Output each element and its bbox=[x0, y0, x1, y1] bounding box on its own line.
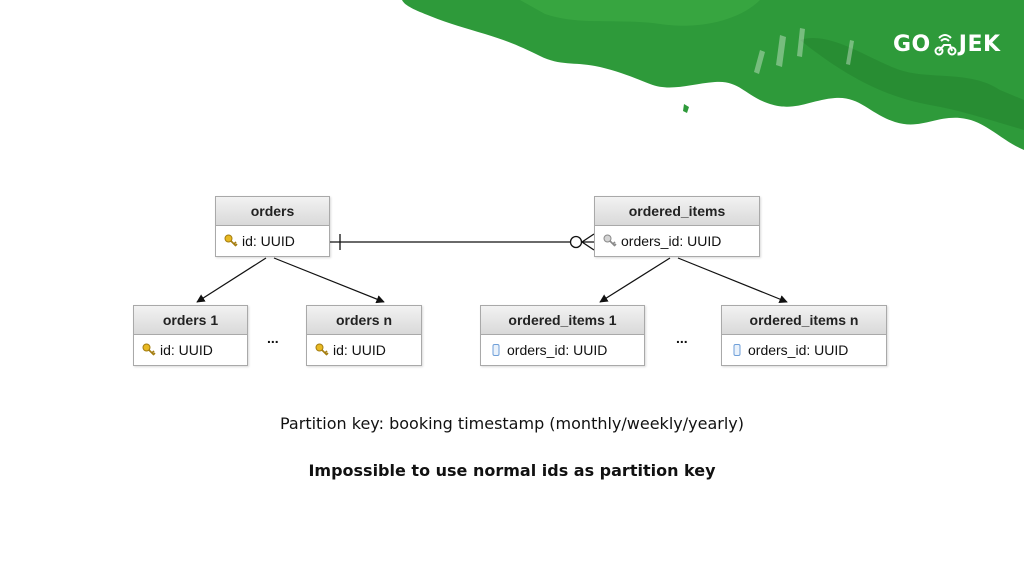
table-title: orders bbox=[216, 197, 329, 226]
partition-note-caption: Impossible to use normal ids as partitio… bbox=[308, 461, 716, 480]
table-ordered-items-n: ordered_items n orders_id: UUID bbox=[721, 305, 887, 366]
gojek-logo: GO JEK bbox=[893, 31, 1001, 57]
field-label: id: UUID bbox=[160, 342, 213, 358]
zero-cardinality-circle bbox=[569, 235, 583, 249]
table-title: ordered_items bbox=[595, 197, 759, 226]
table-field: orders_id: UUID bbox=[722, 335, 886, 365]
field-label: orders_id: UUID bbox=[507, 342, 608, 358]
key-icon bbox=[142, 343, 156, 356]
field-label: orders_id: UUID bbox=[748, 342, 849, 358]
table-ordered-items-1: ordered_items 1 orders_id: UUID bbox=[480, 305, 645, 366]
table-orders-1: orders 1 id: UUID bbox=[133, 305, 248, 366]
column-icon bbox=[733, 344, 741, 356]
logo-text-right: JEK bbox=[958, 31, 1001, 57]
logo-text-left: GO bbox=[893, 31, 931, 57]
table-field: orders_id: UUID bbox=[595, 226, 759, 256]
table-field: orders_id: UUID bbox=[481, 335, 644, 365]
table-field: id: UUID bbox=[134, 335, 247, 365]
key-icon bbox=[315, 343, 329, 356]
arrow-ordered-items-to-1 bbox=[599, 257, 671, 303]
arrow-orders-to-orders-1 bbox=[196, 257, 267, 303]
ellipsis-ordered-items: ... bbox=[676, 330, 688, 346]
field-label: id: UUID bbox=[333, 342, 386, 358]
arrow-ordered-items-to-n bbox=[677, 257, 788, 304]
table-field: id: UUID bbox=[307, 335, 421, 365]
table-orders: orders id: UUID bbox=[215, 196, 330, 257]
key-icon bbox=[224, 234, 238, 247]
field-label: orders_id: UUID bbox=[621, 233, 722, 249]
table-ordered-items: ordered_items orders_id: UUID bbox=[594, 196, 760, 257]
field-label: id: UUID bbox=[242, 233, 295, 249]
table-field: id: UUID bbox=[216, 226, 329, 256]
arrow-orders-to-orders-n bbox=[273, 257, 385, 304]
table-orders-n: orders n id: UUID bbox=[306, 305, 422, 366]
partition-key-caption: Partition key: booking timestamp (monthl… bbox=[280, 414, 744, 433]
foreign-key-icon bbox=[603, 234, 617, 247]
table-title: ordered_items n bbox=[722, 306, 886, 335]
column-icon bbox=[492, 344, 500, 356]
table-title: orders n bbox=[307, 306, 421, 335]
table-title: ordered_items 1 bbox=[481, 306, 644, 335]
table-title: orders 1 bbox=[134, 306, 247, 335]
ellipsis-orders: ... bbox=[267, 330, 279, 346]
crows-foot-mark bbox=[580, 233, 595, 251]
scooter-icon bbox=[934, 34, 957, 56]
